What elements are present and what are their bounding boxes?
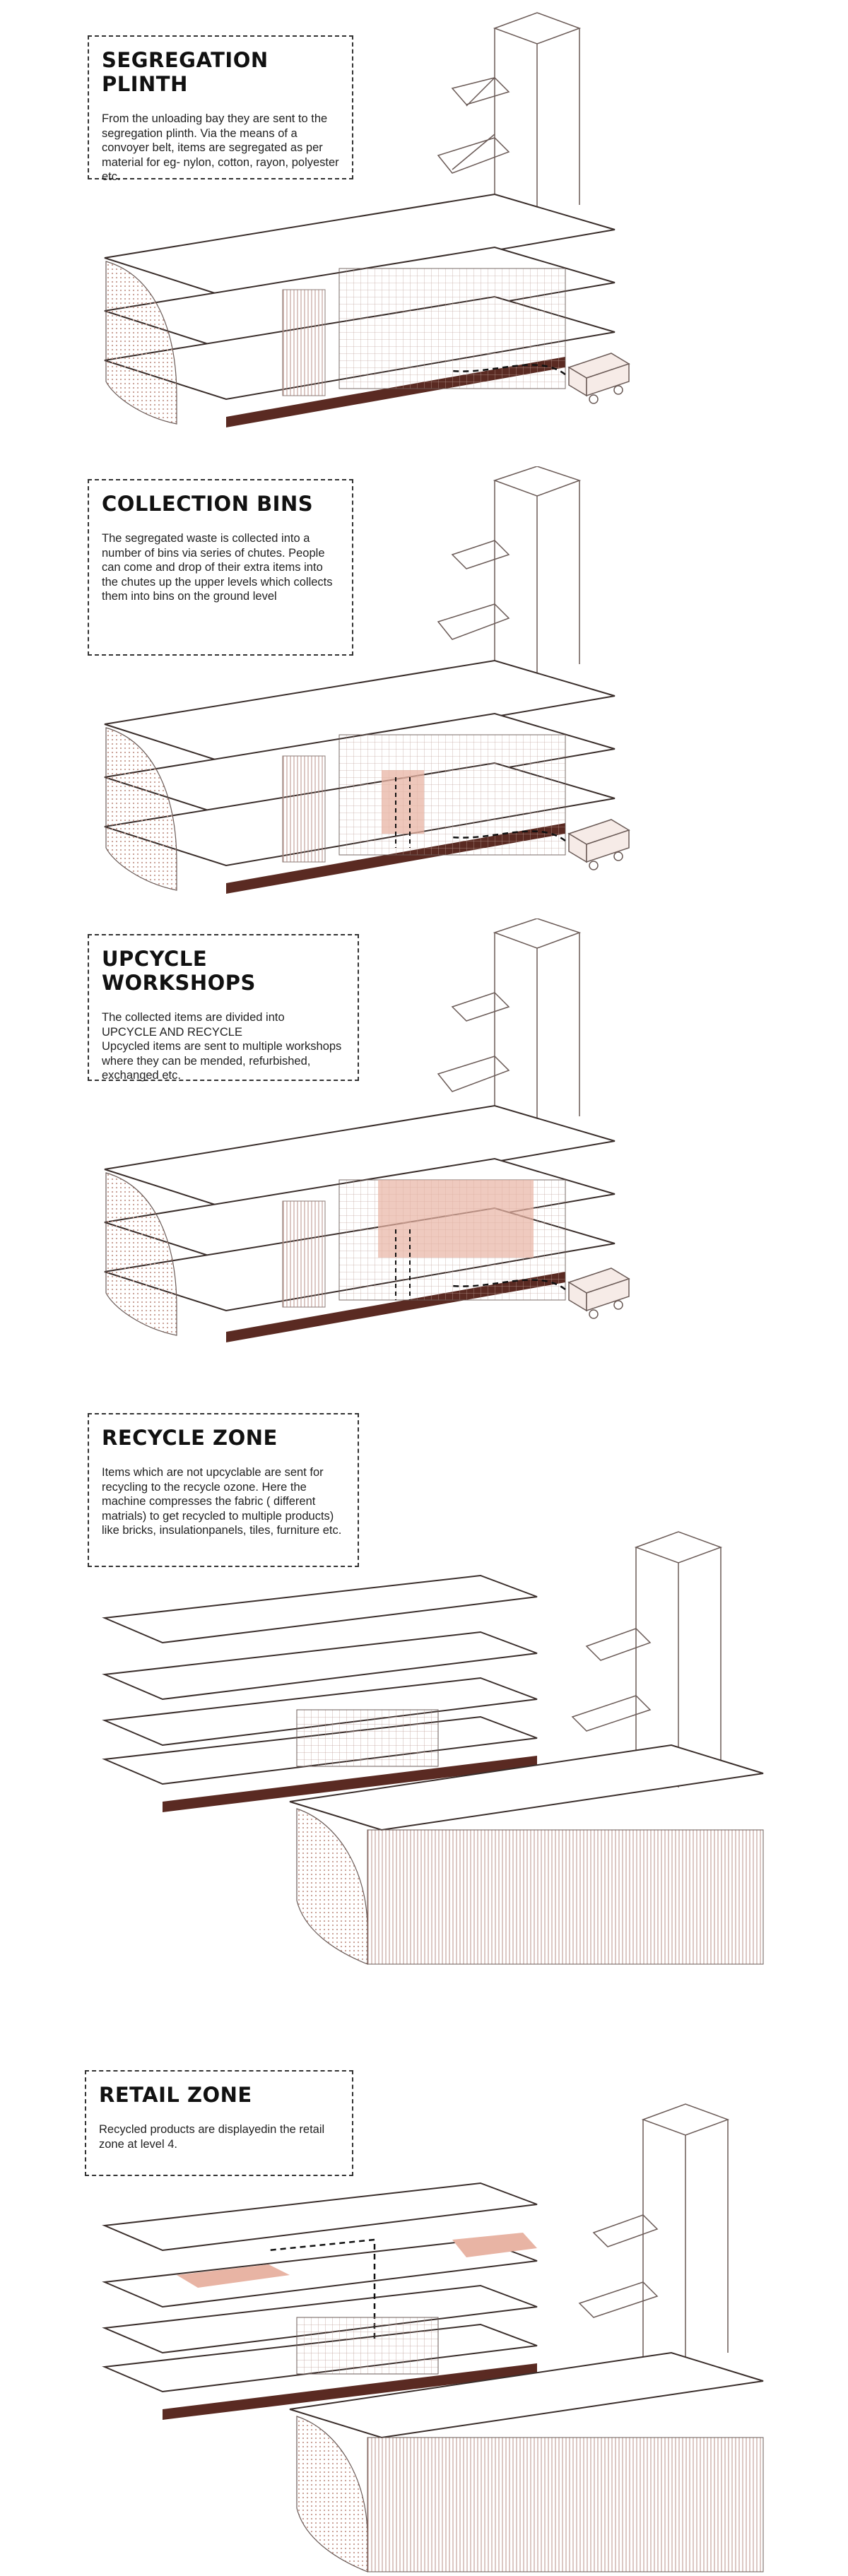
segregation-building-diagram <box>104 12 630 427</box>
collection-textbox: COLLECTION BINS The segregated waste is … <box>88 479 353 656</box>
section-body: From the unloading bay they are sent to … <box>102 112 339 183</box>
panel-collection-bins: COLLECTION BINS The segregated waste is … <box>0 466 848 918</box>
section-body: Items which are not upcyclable are sent … <box>102 1466 342 1537</box>
recycle-machine-icon <box>296 2317 439 2375</box>
flow-arrow <box>268 2238 376 2339</box>
section-body: Recycled products are displayedin the re… <box>99 2123 325 2151</box>
upcycle-building-diagram <box>104 918 630 1342</box>
truck-icon <box>567 819 630 870</box>
upcycle-textbox: UPCYCLE WORKSHOPS The collected items ar… <box>88 934 359 1082</box>
flow-arrow <box>452 364 566 376</box>
section-title: RETAIL ZONE <box>99 2083 252 2107</box>
recycle-textbox: RECYCLE ZONE Items which are not upcycla… <box>88 1413 359 1567</box>
panel-segregation-plinth: SEGREGATION PLINTH From the unloading ba… <box>0 0 848 452</box>
retail-textbox: RETAIL ZONE Recycled products are displa… <box>85 2070 353 2176</box>
recycle-building-diagram <box>102 1531 764 1965</box>
recycle-machine-icon <box>296 1709 439 1767</box>
section-title: UPCYCLE WORKSHOPS <box>102 947 256 995</box>
panel-upcycle-workshops: UPCYCLE WORKSHOPS The collected items ar… <box>0 918 848 1385</box>
workshops-highlight <box>378 1180 534 1258</box>
truck-icon <box>567 353 630 404</box>
retail-building-diagram <box>102 2103 764 2572</box>
truck-icon <box>567 1268 630 1319</box>
retail-area-right <box>452 2233 537 2257</box>
retail-area-left <box>177 2264 290 2288</box>
bins-highlight <box>382 770 424 834</box>
section-title: SEGREGATION PLINTH <box>102 48 269 96</box>
section-body: The segregated waste is collected into a… <box>102 532 333 603</box>
segregation-textbox: SEGREGATION PLINTH From the unloading ba… <box>88 35 353 183</box>
section-title: RECYCLE ZONE <box>102 1426 278 1450</box>
section-title: COLLECTION BINS <box>102 492 314 516</box>
section-body: The collected items are divided into UPC… <box>102 1011 342 1082</box>
panel-retail-zone: RETAIL ZONE Recycled products are displa… <box>0 2063 848 2576</box>
collection-building-diagram <box>104 466 630 894</box>
panel-recycle-zone: RECYCLE ZONE Items which are not upcycla… <box>0 1406 848 1985</box>
